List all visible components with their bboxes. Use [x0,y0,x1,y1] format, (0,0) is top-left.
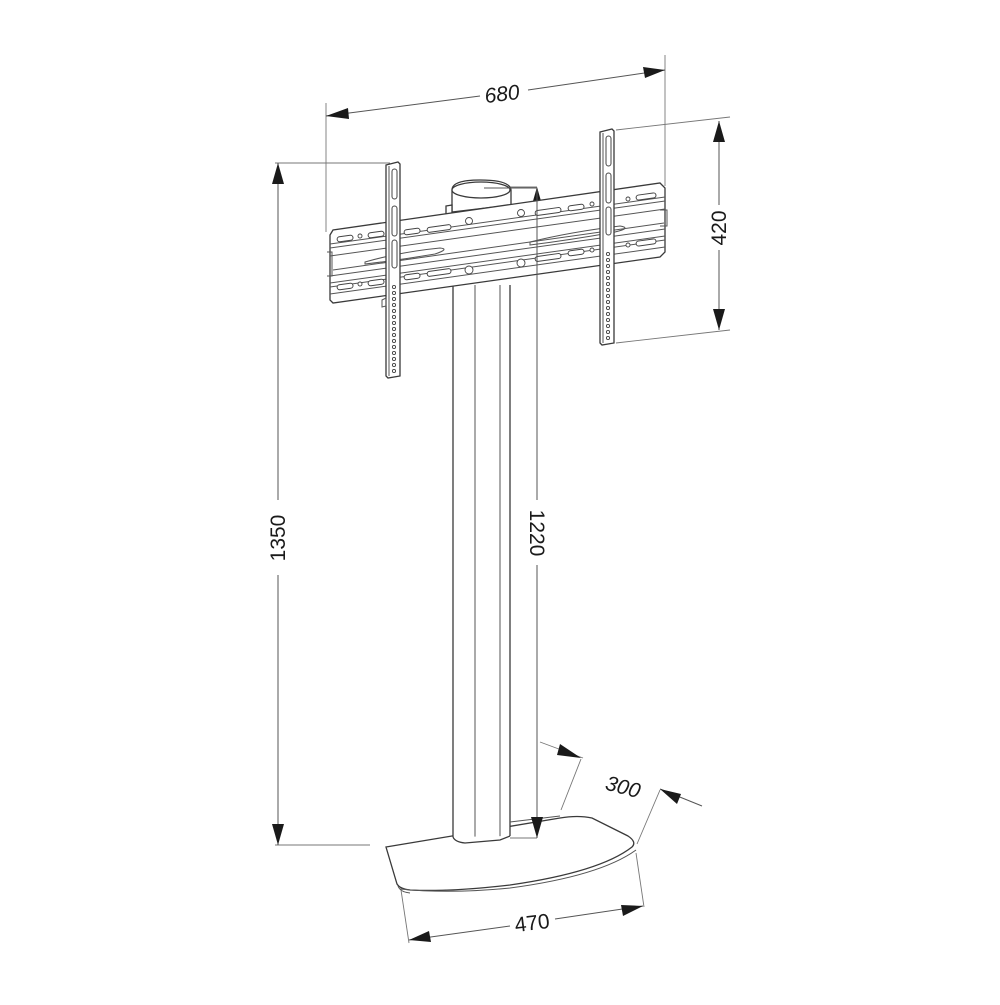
right-vertical-bracket [599,128,615,346]
dimension-680: 680 [325,55,666,232]
dim-label-300: 300 [603,772,643,803]
dimension-470: 470 [400,852,645,944]
base-plate [385,815,637,894]
arrow-down-icon [531,817,543,838]
arrow-right-icon [557,744,581,758]
dim-label-680: 680 [483,81,521,108]
plate-screws [464,209,526,275]
dim-label-1350: 1350 [267,515,290,562]
arrow-left-icon [660,789,681,804]
dimension-420: 420 [615,116,731,344]
arrow-up-icon [713,121,725,142]
dim-label-1220: 1220 [525,510,548,557]
arrow-down-icon [713,309,725,330]
plate-slots-lower [336,238,657,291]
upright-column [452,285,561,844]
left-vertical-bracket [381,161,401,379]
arrow-right-icon [643,67,665,78]
arrow-left-icon [409,931,431,942]
dim-label-470: 470 [513,910,551,937]
dim-label-420: 420 [708,210,731,245]
left-bracket-holes [391,284,397,374]
right-bracket-holes [605,251,611,341]
plate-slots-upper [336,192,657,243]
dimension-1350: 1350 [267,162,390,846]
arrow-left-icon [326,108,349,119]
column-clamp [445,179,537,217]
arrow-down-icon [272,824,284,845]
arrow-right-icon [621,905,643,916]
arrow-up-icon [272,163,284,184]
